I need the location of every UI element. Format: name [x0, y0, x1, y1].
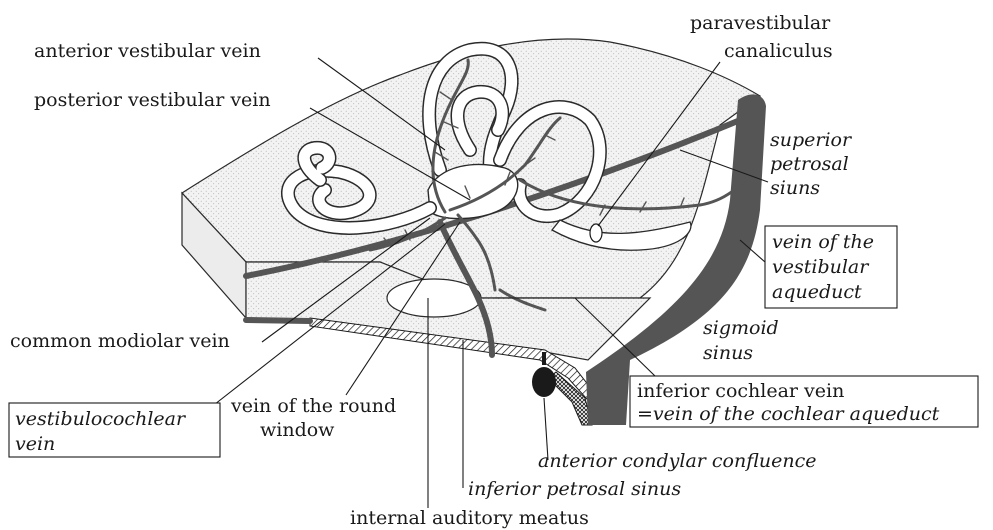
inferior-petrosal-sinus-stub: [246, 320, 310, 321]
label-paravestibular-line2: canaliculus: [724, 40, 833, 62]
anterior-condylar-confluence-bulb: [532, 367, 556, 397]
label-anterior-condylar-confluence: anterior condylar confluence: [538, 450, 817, 472]
label-vestibulocochlear-line2: vein: [15, 433, 55, 455]
label-anterior-vestibular-vein: anterior vestibular vein: [34, 40, 261, 62]
label-inferior-cochlear-line1: inferior cochlear vein: [637, 380, 844, 402]
label-superior-petrosal-line3: siuns: [770, 177, 820, 199]
label-sigmoid-line2: sinus: [703, 342, 753, 364]
label-superior-petrosal-line1: superior: [770, 129, 853, 151]
label-sigmoid-line1: sigmoid: [703, 317, 779, 339]
label-vestibulocochlear-line1: vestibulocochlear: [15, 408, 187, 430]
label-paravestibular-line1: paravestibular: [690, 12, 831, 34]
paravestibular-canaliculus-opening: [590, 224, 602, 242]
label-posterior-vestibular-vein: posterior vestibular vein: [34, 89, 271, 111]
label-common-modiolar-vein: common modiolar vein: [10, 330, 230, 352]
label-round-window-line1: vein of the round: [230, 395, 396, 417]
label-vein-vestibular-aqueduct-line3: aqueduct: [772, 281, 862, 303]
label-internal-auditory-meatus: internal auditory meatus: [350, 507, 589, 529]
label-superior-petrosal-line2: petrosal: [770, 153, 849, 175]
label-vein-vestibular-aqueduct-line2: vestibular: [772, 256, 870, 278]
label-round-window-line2: window: [260, 419, 335, 441]
label-inferior-cochlear-line2: =vein of the cochlear aqueduct: [637, 403, 940, 425]
label-vein-vestibular-aqueduct-line1: vein of the: [772, 231, 874, 253]
label-inferior-petrosal-sinus: inferior petrosal sinus: [468, 478, 681, 500]
